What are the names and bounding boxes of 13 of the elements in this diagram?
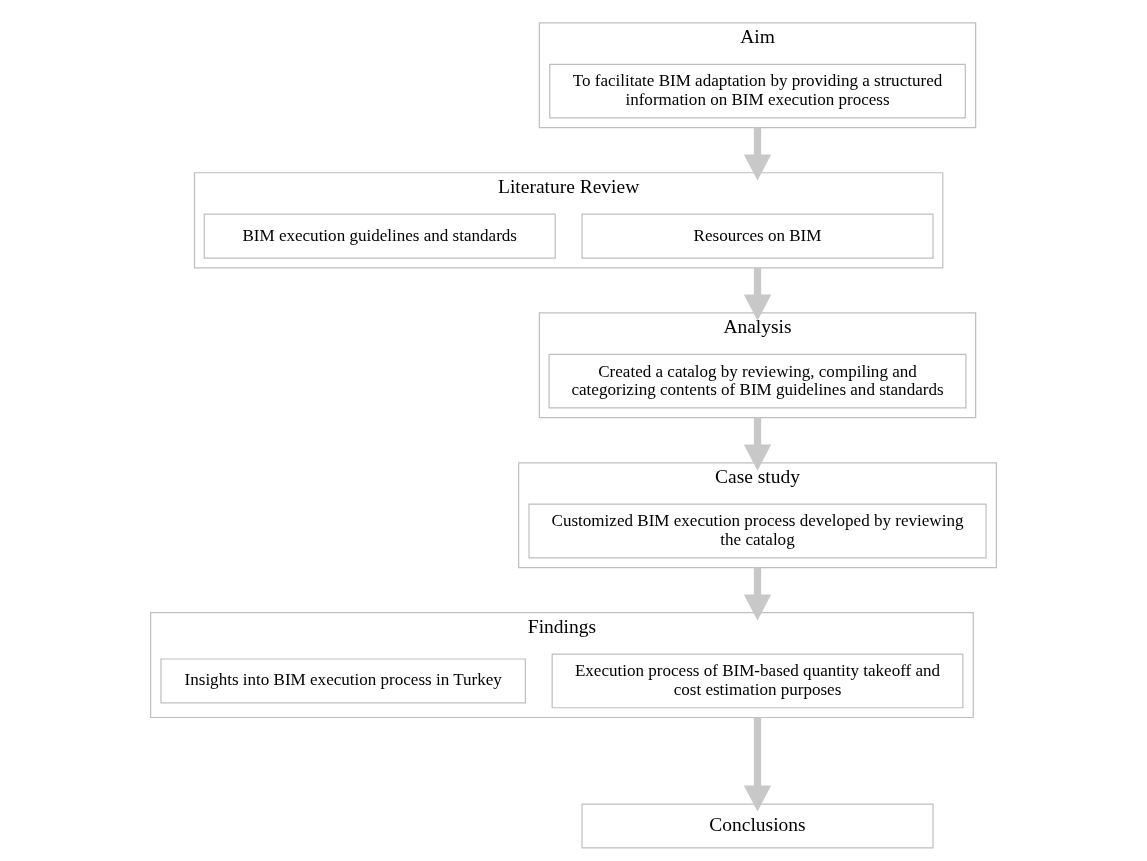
node-box: Created a catalog by reviewing, compiling and categorizing contents of BIM guidelines and standards <box>548 353 967 409</box>
node-box: To facilitate BIM adaptation by providing a structured information on BIM execution process <box>549 63 966 119</box>
node-box: Insights into BIM execution process in Turkey <box>160 658 526 704</box>
arrow <box>743 567 772 621</box>
node-box: Execution process of BIM-based quantity takeoff and cost estimation purposes <box>551 653 964 709</box>
node-box: BIM execution guidelines and standards <box>203 213 556 259</box>
arrow <box>743 417 772 471</box>
arrow <box>743 267 772 321</box>
arrow <box>743 717 772 812</box>
node-box: Customized BIM execution process developed by reviewing the catalog <box>528 503 987 559</box>
node-box: Resources on BIM <box>581 213 934 259</box>
node-box: Conclusions <box>581 803 934 849</box>
arrow <box>743 127 772 181</box>
